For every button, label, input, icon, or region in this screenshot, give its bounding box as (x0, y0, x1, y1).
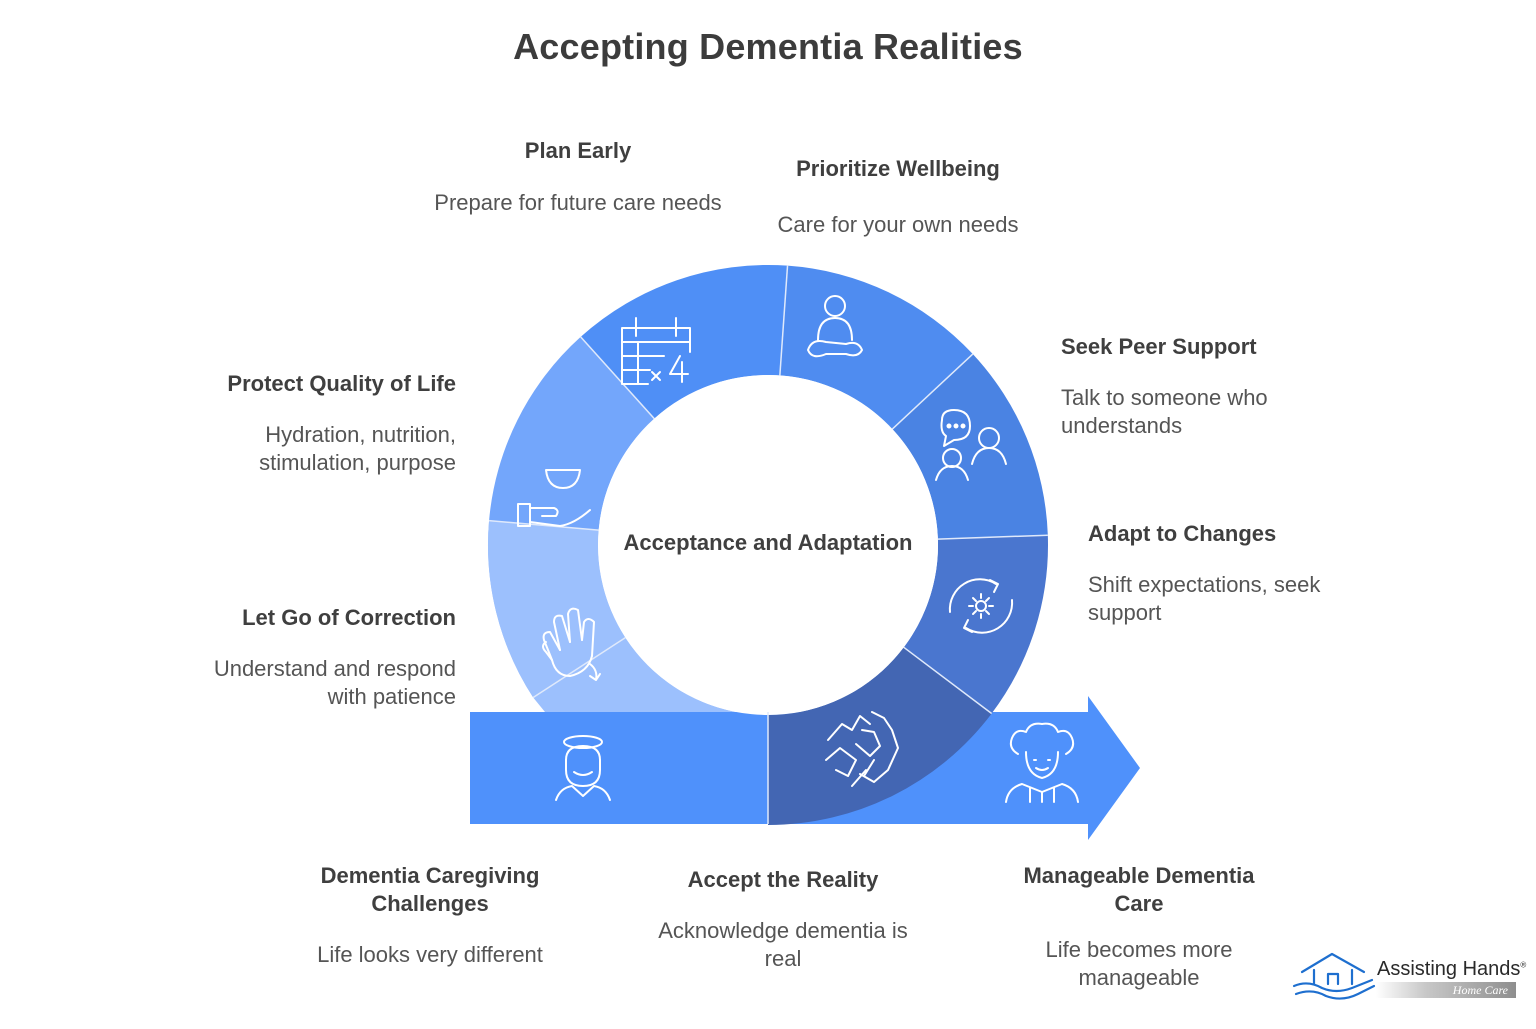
brand-logo: Assisting Hands® Home Care (1292, 950, 1527, 1006)
stage-heading: Prioritize Wellbeing (796, 156, 1000, 181)
stage-heading: Protect Quality of Life (227, 371, 456, 396)
label-dementia-caregiving-challenges: Dementia Caregiving Challenges Life look… (296, 862, 564, 969)
segment-divider (779, 265, 789, 376)
segment-divider (489, 519, 599, 531)
stage-heading: Plan Early (524, 138, 632, 163)
segment-divider (532, 636, 626, 699)
chat-people-icon (935, 409, 1007, 481)
logo-name: Assisting Hands® (1377, 958, 1527, 980)
stage-description: Life looks very different (317, 942, 543, 967)
house-hands-icon (1292, 952, 1376, 1000)
stage-description: Hydration, nutrition, stimulation, purpo… (259, 422, 456, 475)
page-title: Accepting Dementia Realities (513, 26, 1023, 67)
ring-segment-quality (489, 336, 655, 531)
stage-description: Life becomes more manageable (1045, 937, 1233, 990)
label-prioritize-wellbeing: Prioritize Wellbeing Care for your own n… (748, 155, 1048, 239)
meditation-icon (807, 295, 863, 358)
label-adapt-to-changes: Adapt to Changes Shift expectations, see… (1088, 520, 1368, 627)
stage-heading: Adapt to Changes (1088, 521, 1277, 546)
stage-description: Talk to someone who understands (1061, 385, 1268, 438)
segment-divider (903, 646, 993, 715)
logo-subtitle: Home Care (1376, 982, 1516, 998)
stage-heading: Dementia Caregiving Challenges (320, 863, 540, 916)
segment-divider (580, 336, 655, 420)
label-accept-the-reality: Accept the Reality Acknowledge dementia … (652, 866, 914, 973)
stage-description: Prepare for future care needs (434, 190, 722, 215)
segment-accept (768, 647, 992, 825)
label-manageable-dementia-care: Manageable Dementia Care Life becomes mo… (1010, 862, 1268, 992)
stage-heading: Seek Peer Support (1061, 334, 1257, 359)
waving-hand-icon (542, 607, 601, 681)
stage-description: Care for your own needs (777, 212, 1019, 237)
caregiver-icon (555, 735, 611, 801)
hand-bowl-icon (517, 469, 591, 527)
gear-cycle-icon (948, 578, 1014, 634)
calendar-icon (621, 317, 691, 385)
segment-divider (937, 534, 1048, 540)
ring-segment-adapt (903, 535, 1049, 714)
stage-heading: Manageable Dementia Care (1023, 863, 1255, 916)
handshake-icon (825, 711, 899, 787)
segment-divider (891, 353, 974, 430)
ring-segment-wellbeing (779, 265, 973, 430)
stage-heading: Let Go of Correction (242, 605, 456, 630)
label-seek-peer-support: Seek Peer Support Talk to someone who un… (1061, 333, 1321, 440)
stage-description: Shift expectations, seek support (1088, 572, 1321, 625)
label-protect-quality-of-life: Protect Quality of Life Hydration, nutri… (196, 370, 456, 477)
label-plan-early: Plan Early Prepare for future care needs (433, 137, 723, 217)
center-circle (598, 375, 938, 715)
label-let-go-of-correction: Let Go of Correction Understand and resp… (176, 604, 456, 711)
center-label: Acceptance and Adaptation (623, 530, 913, 555)
ring-segment-correction-fill (488, 520, 626, 698)
stage-heading: Accept the Reality (687, 867, 879, 892)
ring-segment-correction-tail (533, 637, 768, 715)
elderly-person-icon (1005, 722, 1079, 803)
stage-description: Acknowledge dementia is real (658, 918, 908, 971)
segment-challenges (470, 712, 768, 824)
ring-segment-peer (892, 354, 1048, 540)
stage-description: Understand and respond with patience (213, 656, 456, 709)
